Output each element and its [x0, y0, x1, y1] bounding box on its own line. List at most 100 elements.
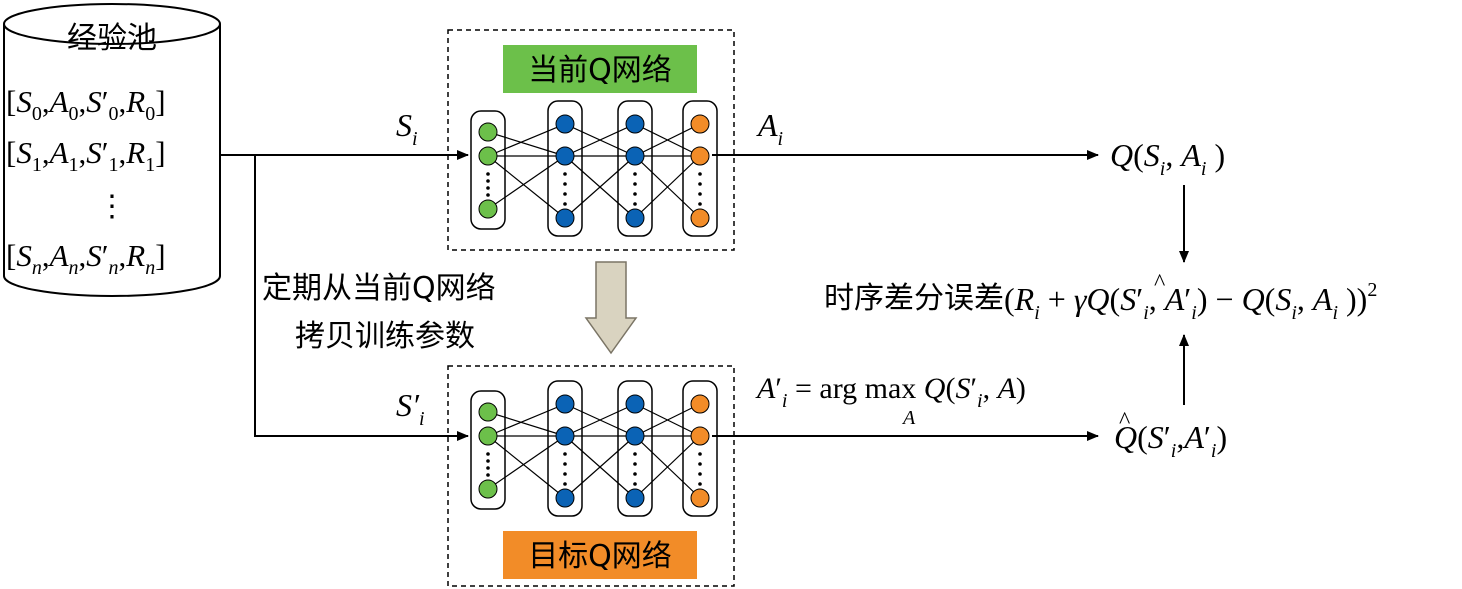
- network-node: [478, 146, 498, 166]
- current-network-box: [447, 29, 735, 251]
- network-ellipsis-dot: [698, 182, 702, 186]
- network-node: [478, 199, 498, 219]
- network-ellipsis-dot: [633, 462, 637, 466]
- network-node: [478, 426, 498, 446]
- copy-arrow: [584, 261, 638, 355]
- input-next-state-label: S′i: [396, 387, 425, 430]
- network-node: [478, 479, 498, 499]
- network-ellipsis-dot: [633, 202, 637, 206]
- experience-pool: 经验池 [S0,A0,S′0,R0] [S1,A1,S′1,R1] ⋮ [Sn,…: [3, 3, 221, 297]
- target-network-box: [447, 365, 735, 587]
- network-edge: [487, 123, 566, 157]
- copy-note-line-1: 定期从当前Q网络: [262, 271, 496, 306]
- network-edge: [487, 155, 566, 219]
- network-ellipsis-dot: [633, 452, 637, 456]
- network-ellipsis-dot: [563, 172, 567, 176]
- input-state-label: Si: [396, 107, 418, 150]
- network-node: [555, 426, 575, 446]
- pool-top: [3, 3, 221, 45]
- current-network: [470, 100, 718, 237]
- network-ellipsis-dot: [563, 452, 567, 456]
- network-ellipsis-dot: [563, 192, 567, 196]
- network-ellipsis-dot: [698, 452, 702, 456]
- network-node: [690, 208, 710, 228]
- network-edge: [634, 435, 701, 499]
- network-node: [625, 114, 645, 134]
- current-network-label-bg: [503, 45, 697, 93]
- network-node: [625, 488, 645, 508]
- network-ellipsis-dot: [486, 466, 490, 470]
- network-ellipsis-dot: [698, 202, 702, 206]
- action-label: Ai: [756, 107, 783, 150]
- layer-frame: [682, 100, 718, 237]
- layer-frame: [547, 100, 583, 237]
- pool-row-0: [S0,A0,S′0,R0]: [6, 84, 166, 125]
- network-ellipsis-dot: [698, 192, 702, 196]
- q-current-value: Q(Si, Ai ): [1110, 137, 1225, 180]
- network-edge: [487, 435, 566, 490]
- network-edge: [564, 403, 636, 437]
- target-network-label-bg: [503, 531, 697, 579]
- td-error-hat: ^: [1154, 270, 1165, 296]
- network-ellipsis-dot: [633, 172, 637, 176]
- network-ellipsis-dot: [563, 462, 567, 466]
- network-node: [555, 146, 575, 166]
- pool-title: 经验池: [67, 21, 157, 56]
- network-node: [625, 394, 645, 414]
- network-node: [625, 426, 645, 446]
- network-edge: [564, 435, 636, 499]
- network-node: [555, 488, 575, 508]
- network-node: [690, 146, 710, 166]
- network-node: [625, 146, 645, 166]
- network-ellipsis-dot: [486, 452, 490, 456]
- network-ellipsis-dot: [633, 192, 637, 196]
- target-network: [470, 380, 718, 517]
- current-network-label: 当前Q网络: [528, 53, 672, 88]
- network-node: [478, 122, 498, 142]
- network-ellipsis-dot: [563, 182, 567, 186]
- q-target-value: Q(S′i,A′i): [1114, 419, 1227, 462]
- network-node: [690, 426, 710, 446]
- pool-row-n: [Sn,An,S′n,Rn]: [6, 238, 166, 279]
- layer-frame: [682, 380, 718, 517]
- layer-frame: [617, 100, 653, 237]
- network-ellipsis-dot: [698, 172, 702, 176]
- network-node: [625, 208, 645, 228]
- network-edge: [634, 123, 701, 157]
- network-node: [555, 114, 575, 134]
- network-ellipsis-dot: [486, 172, 490, 176]
- network-ellipsis-dot: [486, 473, 490, 477]
- network-edge: [564, 155, 636, 219]
- network-edge: [487, 435, 566, 499]
- network-node: [478, 402, 498, 422]
- network-ellipsis-dot: [633, 482, 637, 486]
- network-ellipsis-dot: [486, 179, 490, 183]
- network-ellipsis-dot: [486, 186, 490, 190]
- network-ellipsis-dot: [698, 472, 702, 476]
- network-ellipsis-dot: [563, 472, 567, 476]
- pool-row-1: [S1,A1,S′1,R1]: [6, 135, 166, 176]
- network-node: [690, 488, 710, 508]
- copy-note-line-2: 拷贝训练参数: [295, 319, 475, 354]
- target-network-label: 目标Q网络: [528, 539, 672, 574]
- layer-frame: [617, 380, 653, 517]
- network-edge: [564, 123, 636, 157]
- pool-connectors: [220, 150, 469, 441]
- network-ellipsis-dot: [633, 182, 637, 186]
- network-edge: [487, 403, 566, 437]
- q-target-hat: ^: [1119, 408, 1130, 434]
- output-connectors: [712, 150, 1189, 441]
- network-edge: [487, 155, 566, 210]
- network-ellipsis-dot: [486, 459, 490, 463]
- network-ellipsis-dot: [698, 482, 702, 486]
- td-error-prefix: 时序差分误差: [824, 281, 1004, 316]
- argmax-formula: A′i = arg max Q(S′i, A): [755, 372, 1026, 412]
- pool-body: [3, 24, 221, 297]
- network-ellipsis-dot: [563, 202, 567, 206]
- network-node: [555, 394, 575, 414]
- pool-vdots: ⋮: [97, 190, 127, 223]
- network-ellipsis-dot: [486, 193, 490, 197]
- network-edge: [634, 155, 701, 219]
- network-node: [690, 114, 710, 134]
